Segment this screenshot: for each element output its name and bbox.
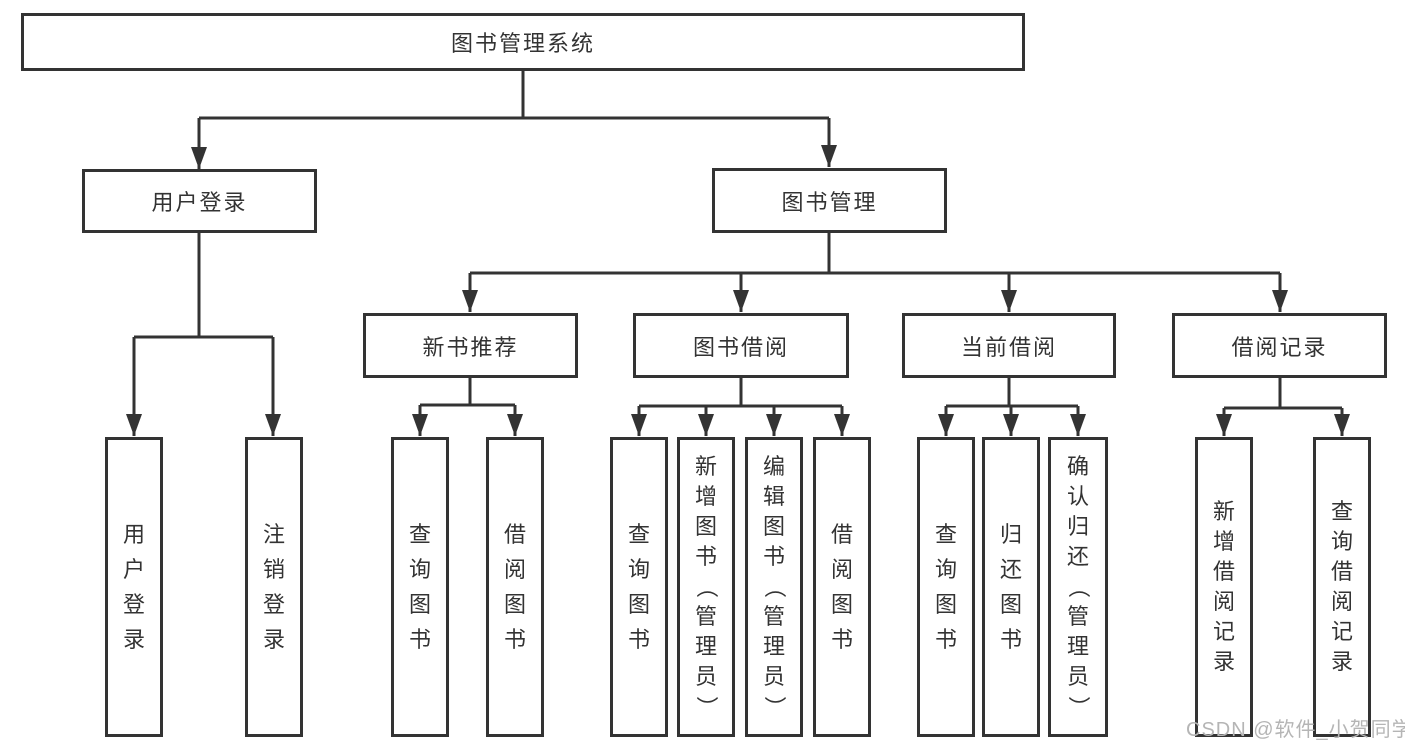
node-leaf-query-book-3: 查询图书 (917, 437, 975, 737)
watermark-text: CSDN @软件_小贺同学 (1186, 719, 1405, 741)
connector-borrow-record-children (1216, 378, 1350, 436)
node-leaf-edit-book-admin: 编辑图书（管理员） (745, 437, 803, 737)
node-leaf-query-book-2: 查询图书 (610, 437, 668, 737)
connector-current-borrow-children (938, 378, 1086, 436)
node-borrow-record: 借阅记录 (1172, 313, 1387, 378)
node-leaf-add-book-admin: 新增图书（管理员） (677, 437, 735, 737)
node-root-system: 图书管理系统 (21, 13, 1025, 71)
node-new-book-recommend: 新书推荐 (363, 313, 578, 378)
node-leaf-user-login: 用户登录 (105, 437, 163, 737)
node-leaf-borrow-book-2: 借阅图书 (813, 437, 871, 737)
connector-new-book-children (412, 378, 523, 436)
connector-book-borrow-children (631, 378, 850, 436)
connector-user-login-children (126, 233, 281, 436)
node-leaf-logout: 注销登录 (245, 437, 303, 737)
node-current-borrow: 当前借阅 (902, 313, 1116, 378)
node-book-borrow: 图书借阅 (633, 313, 849, 378)
node-leaf-add-borrow-record: 新增借阅记录 (1195, 437, 1253, 737)
node-leaf-borrow-book-1: 借阅图书 (486, 437, 544, 737)
connector-root-to-level2 (191, 70, 837, 169)
node-leaf-query-borrow-record: 查询借阅记录 (1313, 437, 1371, 737)
node-leaf-query-book-1: 查询图书 (391, 437, 449, 737)
node-leaf-return-book: 归还图书 (982, 437, 1040, 737)
node-leaf-confirm-return-admin: 确认归还（管理员） (1048, 437, 1108, 737)
connector-book-management-children (462, 233, 1288, 312)
node-user-login: 用户登录 (82, 169, 317, 233)
node-book-management: 图书管理 (712, 168, 947, 233)
